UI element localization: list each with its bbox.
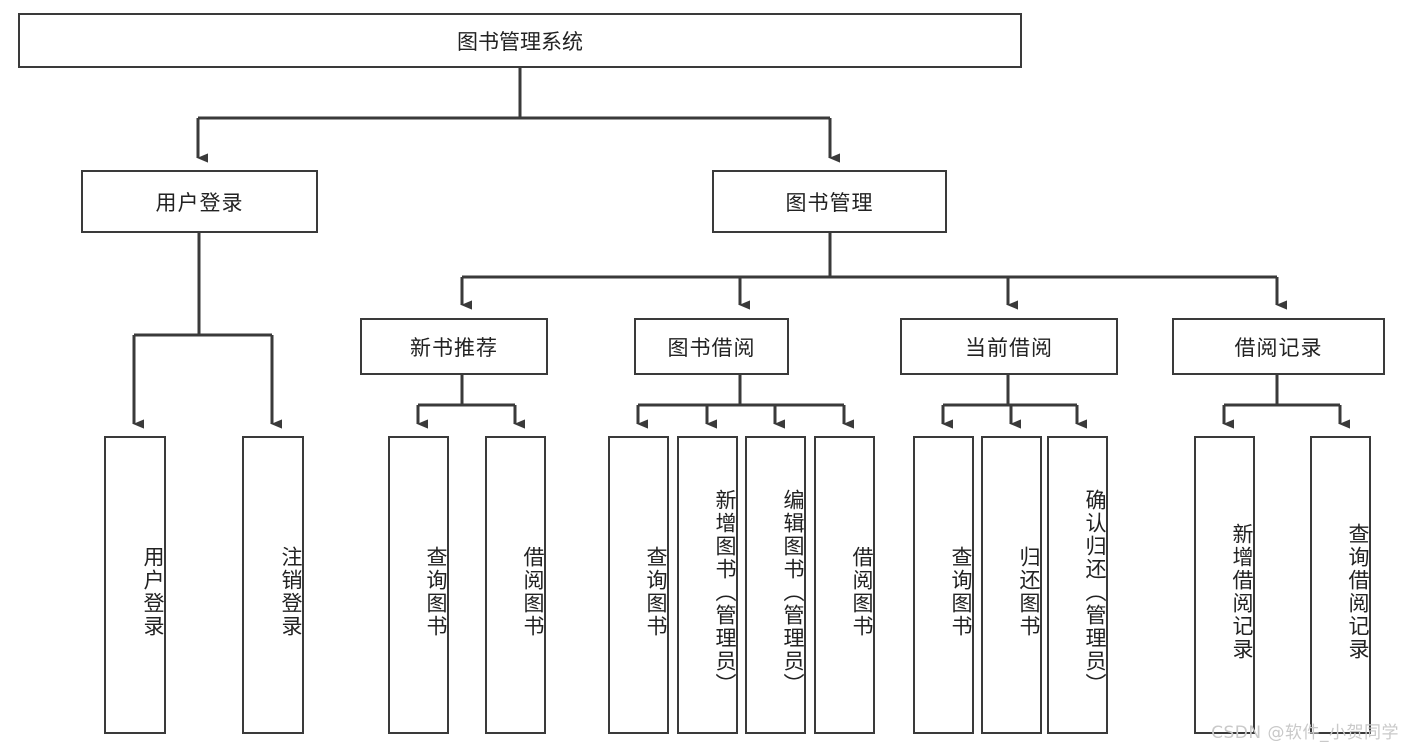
leaf-edit-book-admin[interactable]: 编辑图书（管理员） — [745, 436, 806, 734]
leaf-confirm-return-admin[interactable]: 确认归还（管理员） — [1047, 436, 1108, 734]
leaf-add-book-admin[interactable]: 新增图书（管理员） — [677, 436, 738, 734]
leaf-query-book-borrow[interactable]: 查询图书 — [608, 436, 669, 734]
leaf-borrow-book-recommend-label: 借阅图书 — [521, 546, 545, 638]
leaf-user-login[interactable]: 用户登录 — [104, 436, 166, 734]
leaf-query-borrow-record[interactable]: 查询借阅记录 — [1310, 436, 1371, 734]
node-borrow-record[interactable]: 借阅记录 — [1172, 318, 1385, 375]
leaf-return-book[interactable]: 归还图书 — [981, 436, 1042, 734]
node-user-login[interactable]: 用户登录 — [81, 170, 318, 233]
node-user-login-label: 用户登录 — [155, 190, 244, 215]
node-book-borrow[interactable]: 图书借阅 — [634, 318, 789, 375]
node-new-book-recommend[interactable]: 新书推荐 — [360, 318, 548, 375]
leaf-logout[interactable]: 注销登录 — [242, 436, 304, 734]
leaf-add-book-admin-label: 新增图书（管理员） — [713, 488, 737, 696]
leaf-add-borrow-record-label: 新增借阅记录 — [1230, 523, 1254, 661]
node-book-management-label: 图书管理 — [785, 190, 874, 215]
leaf-query-book-current-label: 查询图书 — [949, 546, 973, 638]
node-book-borrow-label: 图书借阅 — [667, 335, 756, 360]
leaf-borrow-book[interactable]: 借阅图书 — [814, 436, 875, 734]
leaf-logout-label: 注销登录 — [279, 546, 303, 638]
node-current-borrow[interactable]: 当前借阅 — [900, 318, 1118, 375]
leaf-confirm-return-admin-label: 确认归还（管理员） — [1083, 488, 1107, 696]
leaf-query-book-recommend-label: 查询图书 — [424, 546, 448, 638]
node-current-borrow-label: 当前借阅 — [965, 335, 1053, 360]
leaf-add-borrow-record[interactable]: 新增借阅记录 — [1194, 436, 1255, 734]
csdn-watermark: CSDN @软件_小贺同学 — [1211, 723, 1399, 743]
leaf-query-book-recommend[interactable]: 查询图书 — [388, 436, 449, 734]
node-root-label: 图书管理系统 — [457, 29, 583, 54]
leaf-user-login-label: 用户登录 — [141, 546, 165, 638]
leaf-edit-book-admin-label: 编辑图书（管理员） — [781, 488, 805, 696]
leaf-return-book-label: 归还图书 — [1017, 546, 1041, 638]
leaf-query-book-borrow-label: 查询图书 — [644, 546, 668, 638]
leaf-borrow-book-recommend[interactable]: 借阅图书 — [485, 436, 546, 734]
node-new-book-recommend-label: 新书推荐 — [410, 335, 498, 360]
node-book-management[interactable]: 图书管理 — [712, 170, 947, 233]
leaf-query-borrow-record-label: 查询借阅记录 — [1346, 523, 1370, 661]
node-borrow-record-label: 借阅记录 — [1234, 335, 1323, 360]
node-root[interactable]: 图书管理系统 — [18, 13, 1022, 68]
leaf-borrow-book-label: 借阅图书 — [850, 546, 874, 638]
leaf-query-book-current[interactable]: 查询图书 — [913, 436, 974, 734]
